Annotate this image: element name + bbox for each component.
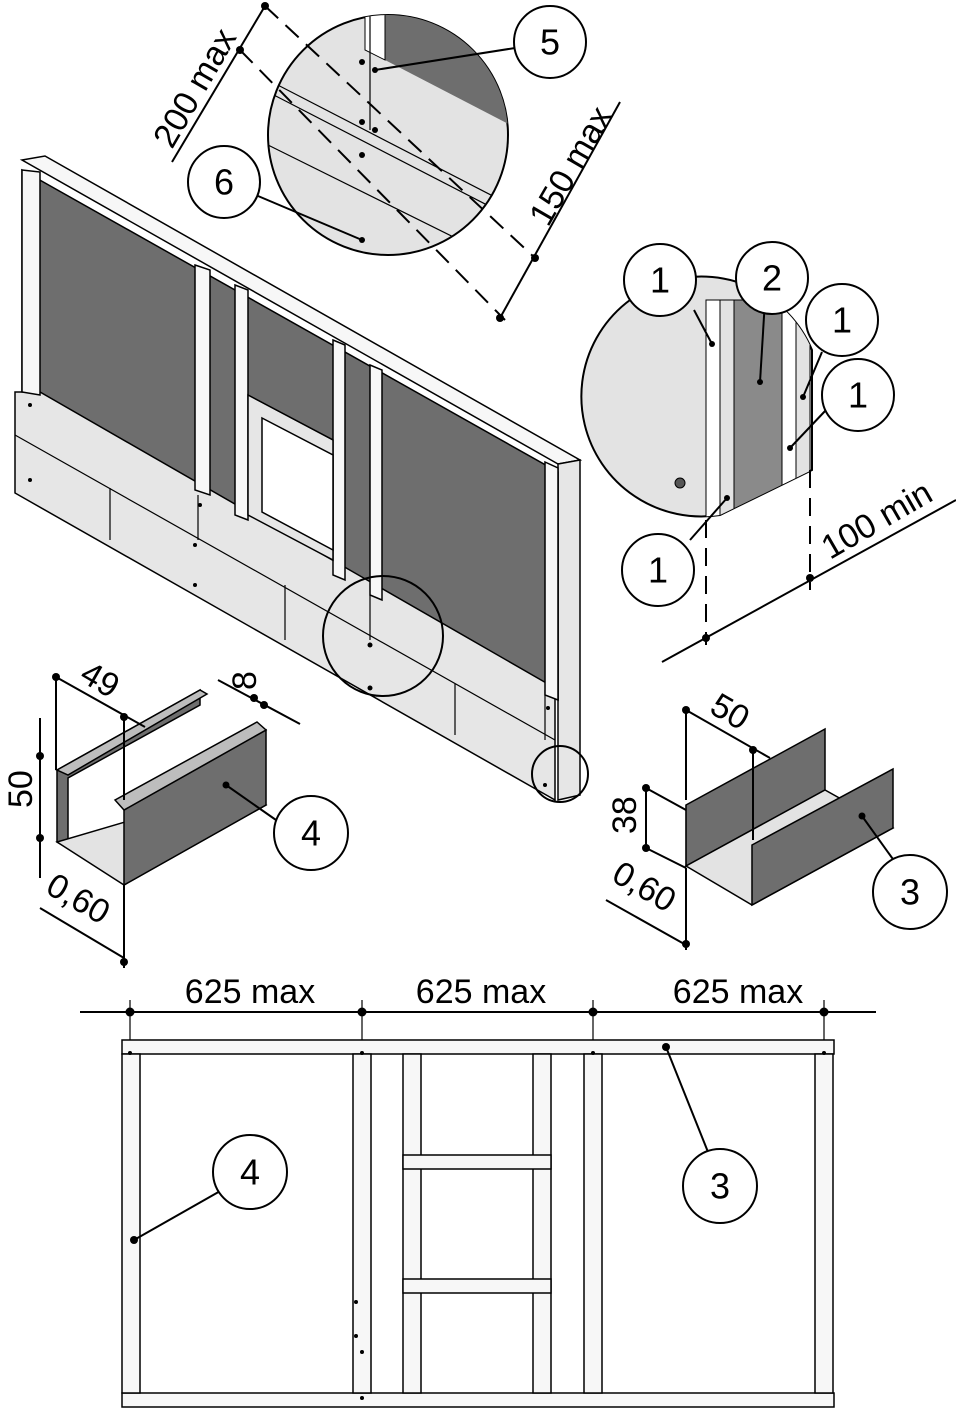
dim-38: 38 — [606, 796, 644, 834]
c-stud-profile: 4 49 8 50 0,60 — [2, 654, 349, 968]
callout-2-label: 2 — [762, 258, 782, 299]
callout-1-a-label: 1 — [650, 260, 670, 301]
callout-4-frame-label: 4 — [240, 1152, 260, 1193]
callout-6-label: 6 — [214, 162, 234, 203]
stud-4 — [814, 1053, 834, 1394]
callout-4-profile — [273, 795, 349, 871]
callout-1-c — [821, 358, 895, 432]
top-track — [121, 1039, 835, 1055]
dim-060-stud: 0,60 — [40, 866, 116, 932]
detail-circle-joint — [322, 575, 444, 697]
detail-circle-corner — [531, 745, 589, 803]
dim-span-3: 625 max — [673, 973, 803, 1011]
stud-2 — [352, 1053, 372, 1394]
callout-1-b — [805, 283, 879, 357]
callout-4-frame — [212, 1134, 288, 1210]
top-detail: 200 max 150 max 5 6 — [146, 2, 621, 322]
callout-3-frame — [682, 1148, 758, 1224]
callout-1-b-label: 1 — [832, 300, 852, 341]
dim-50-track: 50 — [704, 686, 756, 738]
callout-1-a — [623, 243, 697, 317]
dim-200-max: 200 max — [146, 22, 244, 154]
callout-2 — [735, 241, 809, 315]
callout-1-d — [621, 533, 695, 607]
callout-3-frame-label: 3 — [710, 1166, 730, 1207]
callout-1-d-label: 1 — [648, 550, 668, 591]
dim-49: 49 — [74, 654, 126, 706]
isometric-wall-view — [14, 155, 589, 803]
callout-4-profile-label: 4 — [301, 813, 321, 854]
dim-8: 8 — [226, 671, 264, 690]
dim-150-max: 150 max — [522, 100, 620, 232]
callout-3-profile-label: 3 — [900, 872, 920, 913]
dim-50-stud: 50 — [2, 770, 40, 808]
dim-060-track: 0,60 — [606, 854, 682, 920]
stud-3 — [583, 1053, 603, 1394]
right-detail: 1 2 1 1 1 100 min — [580, 241, 956, 663]
dim-span-1: 625 max — [185, 973, 315, 1011]
callout-1-c-label: 1 — [848, 375, 868, 416]
u-track-profile: 3 50 38 0,60 — [605, 686, 948, 950]
bottom-track — [121, 1392, 835, 1408]
callout-5-label: 5 — [540, 22, 560, 63]
callout-5 — [513, 5, 587, 79]
callout-3-profile — [872, 854, 948, 930]
dim-span-2: 625 max — [416, 973, 546, 1011]
callout-6 — [187, 145, 261, 219]
frame-elevation: 625 max 625 max 625 max 4 3 — [80, 973, 876, 1408]
stud-1 — [121, 1053, 141, 1394]
